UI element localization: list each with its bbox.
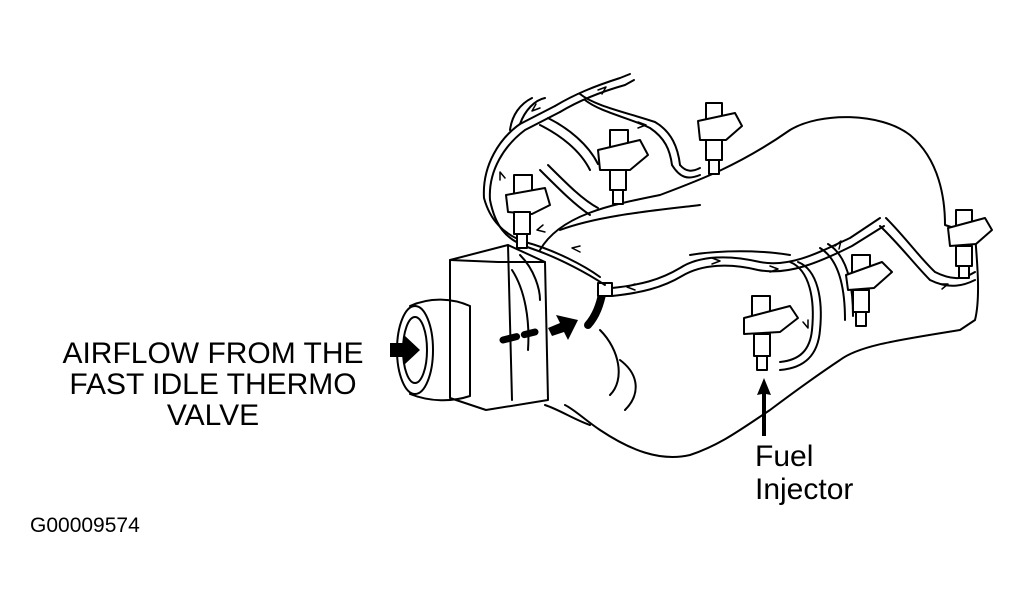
fuel-injector	[743, 295, 799, 371]
fuel-injector	[947, 209, 993, 279]
fuel-injector-label: Fuel Injector	[755, 440, 853, 506]
fuel-injector	[505, 174, 551, 249]
airflow-label: AIRFLOW FROM THE FAST IDLE THERMO VALVE	[28, 338, 398, 432]
throttle-body-top	[449, 259, 546, 263]
throttle-body	[449, 244, 549, 411]
cylinder-head-ridge	[559, 204, 791, 256]
engine-lower-contour	[544, 329, 637, 426]
airflow-label-line: VALVE	[166, 399, 260, 433]
airflow-dashed-path	[499, 328, 539, 344]
fuel-injector	[697, 102, 743, 175]
pointer-arrow-icon	[757, 378, 771, 436]
throttle-body-edge	[507, 244, 513, 401]
airflow-arrow-icon	[548, 315, 578, 340]
tube-flow-arrows	[499, 86, 949, 329]
engine-block-outline	[539, 116, 980, 459]
airflow-label-line: FAST IDLE THERMO	[69, 368, 357, 402]
intake-duct-body	[409, 298, 471, 402]
airflow-arrow-icon	[390, 335, 420, 365]
fuel-injector	[597, 129, 649, 205]
airflow-label-line: AIRFLOW FROM THE	[62, 337, 364, 370]
fuel-injector	[845, 254, 893, 327]
fuel-injector-label-line: Injector	[755, 473, 854, 506]
throttle-body-ribs	[511, 254, 541, 351]
fuel-injector-label-line: Fuel	[755, 440, 814, 473]
figure-id: G00009574	[30, 514, 140, 537]
